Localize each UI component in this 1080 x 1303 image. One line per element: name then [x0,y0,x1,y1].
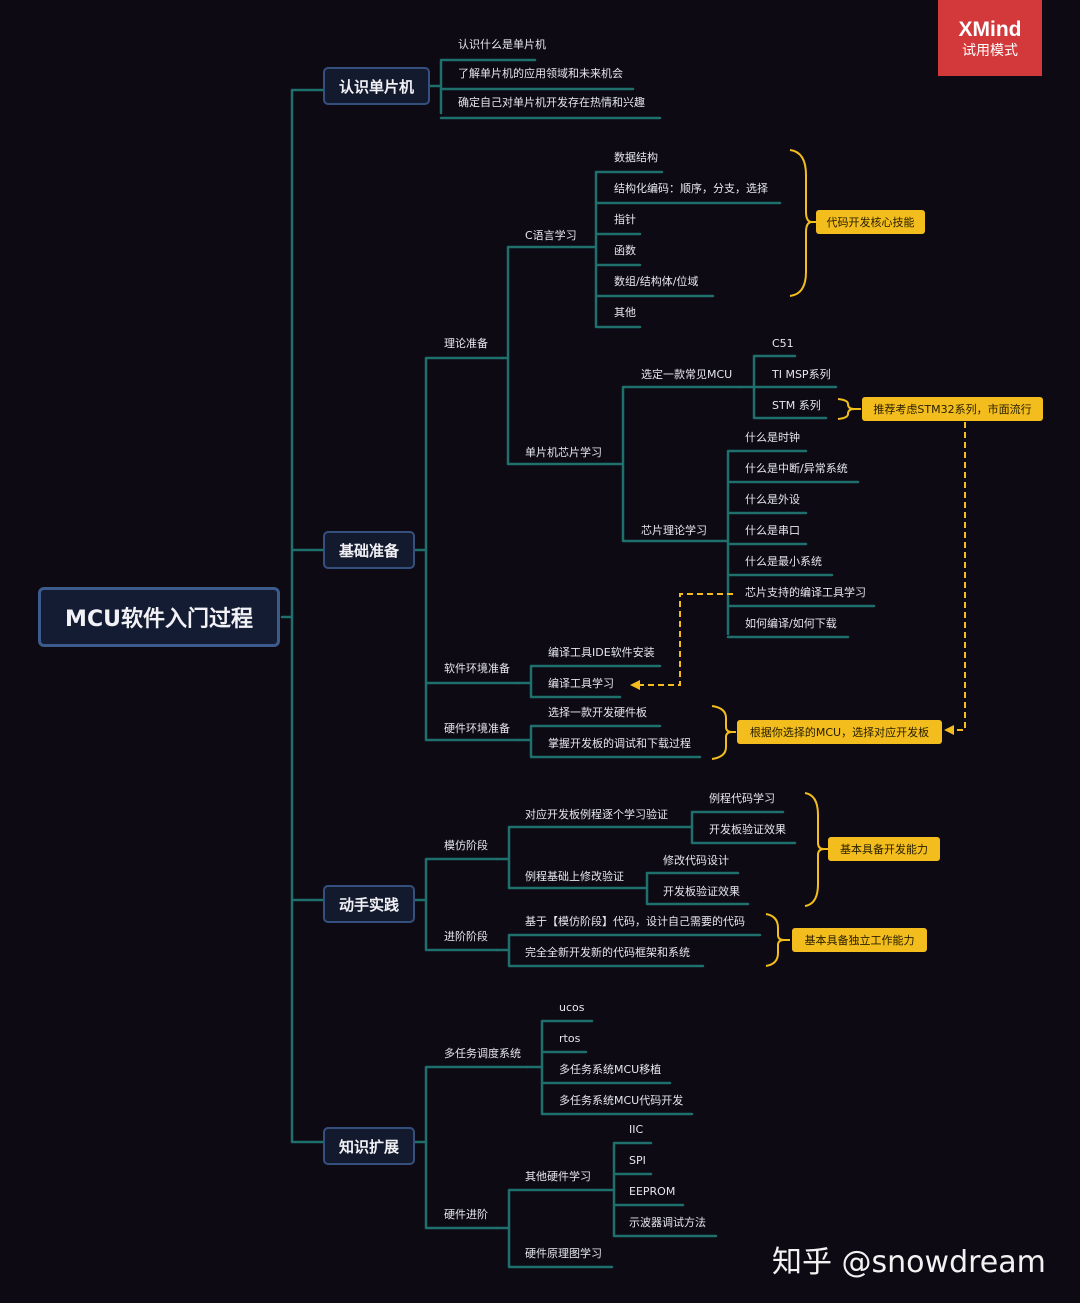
topic-label[interactable]: 多任务系统MCU代码开发 [559,1094,684,1107]
topic-modify-examples[interactable]: 例程基础上修改验证 [525,870,624,883]
topic-sw-env[interactable]: 软件环境准备 [444,662,510,675]
topic-advance[interactable]: 进阶阶段 [444,930,488,943]
topic-theory[interactable]: 理论准备 [444,337,488,350]
topic-label[interactable]: 什么是外设 [745,493,800,506]
summary-note-board[interactable]: 根据你选择的MCU，选择对应开发板 [737,720,942,744]
topic-label[interactable]: 掌握开发板的调试和下载过程 [548,737,691,750]
topic-label[interactable]: 基于【模仿阶段】代码，设计自己需要的代码 [525,915,745,928]
topic-imitate[interactable]: 模仿阶段 [444,839,488,852]
topic-label[interactable]: EEPROM [629,1185,676,1198]
topic-label[interactable]: 开发板验证效果 [709,823,786,836]
topic-label[interactable]: 什么是中断/异常系统 [745,462,848,475]
topic-label[interactable]: 确定自己对单片机开发存在热情和兴趣 [458,96,645,109]
topic-label[interactable]: 数组/结构体/位域 [614,275,699,288]
zhihu-watermark: 知乎 @snowdream [772,1245,1046,1280]
topic-label[interactable]: C51 [772,337,794,350]
topic-label[interactable]: 数据结构 [614,151,658,164]
topic-label[interactable]: 编译工具IDE软件安装 [548,646,655,659]
summary-note-dev-ability[interactable]: 基本具备开发能力 [828,837,940,861]
topic-label[interactable]: 什么是时钟 [745,431,800,444]
topic-label[interactable]: ucos [559,1001,585,1014]
badge-mode: 试用模式 [962,43,1018,59]
topic-hw-advance[interactable]: 硬件进阶 [444,1208,488,1221]
summary-note-stm32[interactable]: 推荐考虑STM32系列，市面流行 [862,397,1043,421]
topic-label[interactable]: 芯片支持的编译工具学习 [745,586,866,599]
topic-multitask[interactable]: 多任务调度系统 [444,1047,521,1060]
main-topic-know-mcu[interactable]: 认识单片机 [323,67,430,105]
topic-label[interactable]: 完全全新开发新的代码框架和系统 [525,946,690,959]
topic-label[interactable]: 选择一款开发硬件板 [548,706,647,719]
topic-label[interactable]: TI MSP系列 [772,368,831,381]
main-topic-knowledge-ext[interactable]: 知识扩展 [323,1127,415,1165]
topic-follow-examples[interactable]: 对应开发板例程逐个学习验证 [525,808,668,821]
topic-chip-study[interactable]: 单片机芯片学习 [525,446,602,459]
topic-label[interactable]: rtos [559,1032,581,1045]
topic-label[interactable]: 编译工具学习 [548,677,614,690]
topic-label[interactable]: 开发板验证效果 [663,885,740,898]
xmind-trial-badge: XMind 试用模式 [938,0,1042,76]
topic-label[interactable]: 多任务系统MCU移植 [559,1063,662,1076]
topic-label[interactable]: 什么是串口 [745,524,800,537]
main-topic-hands-on[interactable]: 动手实践 [323,885,415,923]
main-topic-basic-prep[interactable]: 基础准备 [323,531,415,569]
summary-note-independent[interactable]: 基本具备独立工作能力 [792,928,927,952]
topic-label[interactable]: 函数 [614,244,636,257]
topic-c-language[interactable]: C语言学习 [525,229,577,242]
topic-other-hw[interactable]: 其他硬件学习 [525,1170,591,1183]
topic-label[interactable]: SPI [629,1154,646,1167]
topic-label[interactable]: IIC [629,1123,644,1136]
summary-note-c-core[interactable]: 代码开发核心技能 [816,210,925,234]
topic-label[interactable]: 认识什么是单片机 [458,38,546,51]
topic-label[interactable]: 结构化编码：顺序，分支，选择 [614,182,768,195]
topic-schematic[interactable]: 硬件原理图学习 [525,1247,602,1260]
topic-label[interactable]: 指针 [614,213,636,226]
topic-label[interactable]: 什么是最小系统 [745,555,822,568]
topic-label[interactable]: 了解单片机的应用领域和未来机会 [458,67,623,80]
topic-label[interactable]: 例程代码学习 [709,792,775,805]
topic-label[interactable]: 示波器调试方法 [629,1216,706,1229]
topic-label[interactable]: 其他 [614,306,636,319]
badge-brand: XMind [958,18,1022,41]
topic-select-mcu[interactable]: 选定一款常见MCU [641,368,733,381]
topic-label[interactable]: 修改代码设计 [663,854,729,867]
topic-hw-env[interactable]: 硬件环境准备 [444,722,510,735]
root-topic[interactable]: MCU软件入门过程 [38,587,280,647]
topic-chip-theory[interactable]: 芯片理论学习 [641,524,707,537]
topic-label[interactable]: STM 系列 [772,399,821,412]
topic-label[interactable]: 如何编译/如何下载 [745,617,837,630]
